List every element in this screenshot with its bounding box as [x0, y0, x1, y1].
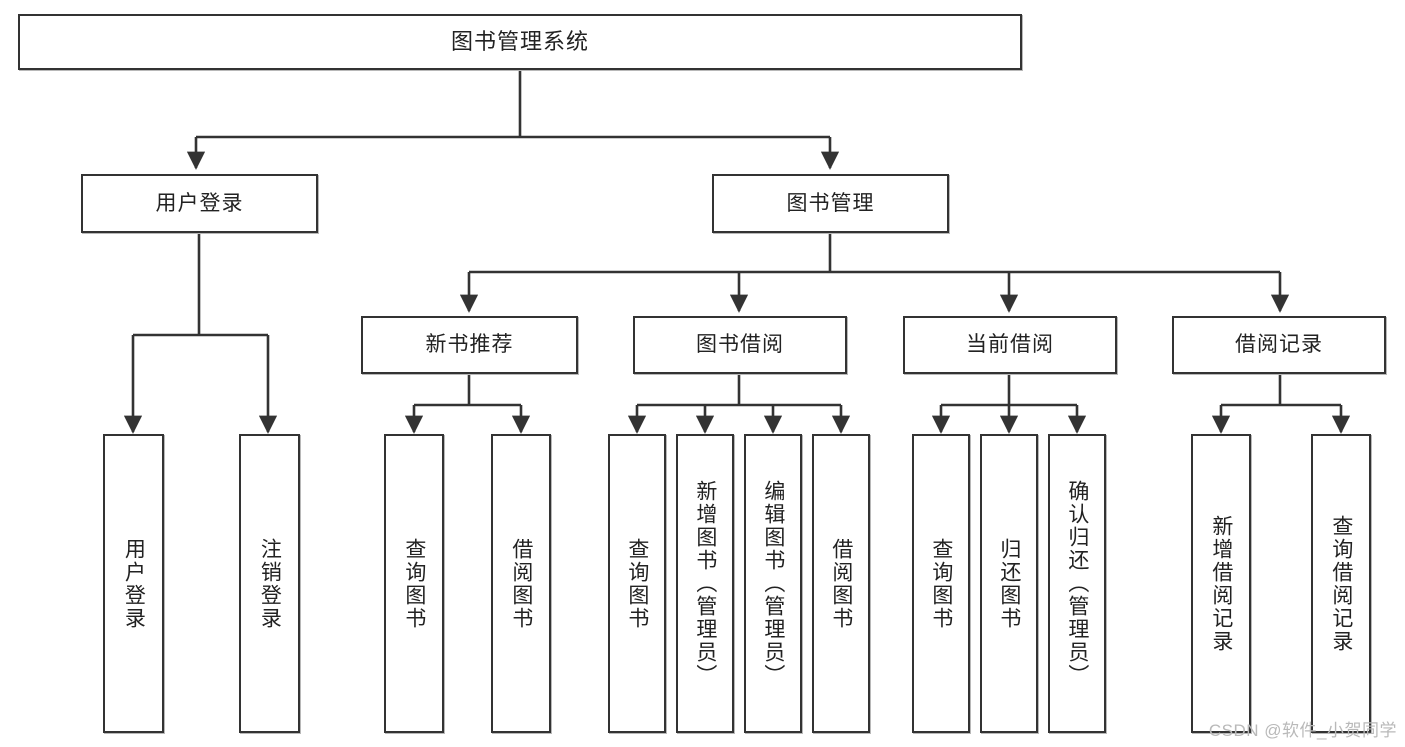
node-label: 借阅记录 [1235, 333, 1323, 357]
node-label: 查询借阅记录 [1329, 514, 1353, 653]
node-label: 新书推荐 [425, 333, 514, 357]
node-root-book-management-system[interactable]: 图书管理系统 [18, 14, 1022, 70]
node-label: 注销登录 [258, 537, 282, 630]
leaf-query-book-current[interactable]: 查询图书 [912, 434, 970, 733]
leaf-return-book[interactable]: 归还图书 [980, 434, 1038, 733]
node-label: 查询图书 [929, 537, 953, 630]
node-label: 借阅图书 [829, 537, 853, 630]
leaf-add-book-admin[interactable]: 新增图书（管理员） [676, 434, 734, 733]
node-book-management[interactable]: 图书管理 [712, 174, 949, 233]
leaf-query-book-borrow[interactable]: 查询图书 [608, 434, 666, 733]
node-label: 借阅图书 [509, 537, 533, 630]
leaf-borrow-book[interactable]: 借阅图书 [812, 434, 870, 733]
node-user-login[interactable]: 用户登录 [81, 174, 318, 233]
leaf-add-borrow-record[interactable]: 新增借阅记录 [1191, 434, 1251, 733]
csdn-watermark: CSDN @软件_小贺同学 [1208, 721, 1397, 740]
node-label: 图书管理系统 [450, 28, 589, 54]
node-label: 图书借阅 [696, 333, 784, 357]
node-label: 确认归还（管理员） [1065, 480, 1089, 687]
node-book-borrow[interactable]: 图书借阅 [633, 316, 847, 374]
node-label: 归还图书 [997, 537, 1021, 630]
node-label: 用户登录 [155, 191, 244, 215]
leaf-borrow-book-recommendation[interactable]: 借阅图书 [491, 434, 551, 733]
node-borrow-record[interactable]: 借阅记录 [1172, 316, 1386, 374]
node-label: 用户登录 [122, 537, 146, 630]
leaf-edit-book-admin[interactable]: 编辑图书（管理员） [744, 434, 802, 733]
leaf-user-login[interactable]: 用户登录 [103, 434, 164, 733]
node-label: 新增图书（管理员） [693, 480, 717, 687]
node-label: 查询图书 [625, 537, 649, 630]
leaf-confirm-return-admin[interactable]: 确认归还（管理员） [1048, 434, 1106, 733]
node-label: 当前借阅 [966, 333, 1054, 357]
node-label: 查询图书 [402, 537, 426, 630]
node-label: 图书管理 [786, 191, 875, 215]
node-new-book-recommendation[interactable]: 新书推荐 [361, 316, 578, 374]
leaf-user-logout[interactable]: 注销登录 [239, 434, 300, 733]
leaf-query-book-recommendation[interactable]: 查询图书 [384, 434, 444, 733]
node-label: 编辑图书（管理员） [761, 480, 785, 687]
leaf-query-borrow-record[interactable]: 查询借阅记录 [1311, 434, 1371, 733]
node-label: 新增借阅记录 [1209, 514, 1233, 653]
node-current-borrow[interactable]: 当前借阅 [903, 316, 1117, 374]
